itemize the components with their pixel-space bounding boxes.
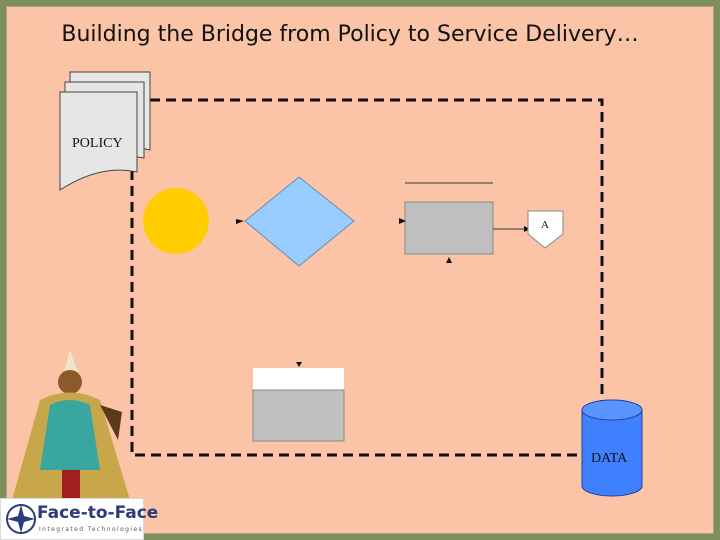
data-label: DATA bbox=[591, 451, 628, 466]
native-dancer-image bbox=[12, 350, 130, 500]
display-box bbox=[252, 389, 345, 442]
company-logo: Face-to-Face Integrated Technologies bbox=[0, 498, 158, 540]
process-box bbox=[404, 201, 494, 255]
policy-document-stack bbox=[59, 71, 151, 191]
policy-label: POLICY bbox=[72, 136, 123, 151]
dashed-loop-connector bbox=[130, 98, 604, 457]
arrow-into-display bbox=[296, 362, 302, 367]
compass-star-icon bbox=[6, 504, 36, 534]
connector-label: A bbox=[541, 219, 549, 231]
display-box-top bbox=[253, 368, 344, 390]
arrow-into-process bbox=[399, 218, 406, 224]
arrow-to-offpage bbox=[524, 226, 530, 232]
logo-tagline: Integrated Technologies bbox=[39, 526, 144, 533]
arrow-under-process bbox=[446, 257, 452, 263]
decision-diamond bbox=[244, 176, 355, 267]
database-cylinder bbox=[581, 399, 643, 497]
offpage-connector bbox=[527, 210, 564, 249]
slide-title: Building the Bridge from Policy to Servi… bbox=[61, 22, 639, 47]
arrow-to-decision bbox=[236, 219, 244, 224]
logo-name: Face-to-Face bbox=[37, 503, 159, 523]
start-circle bbox=[143, 188, 209, 254]
